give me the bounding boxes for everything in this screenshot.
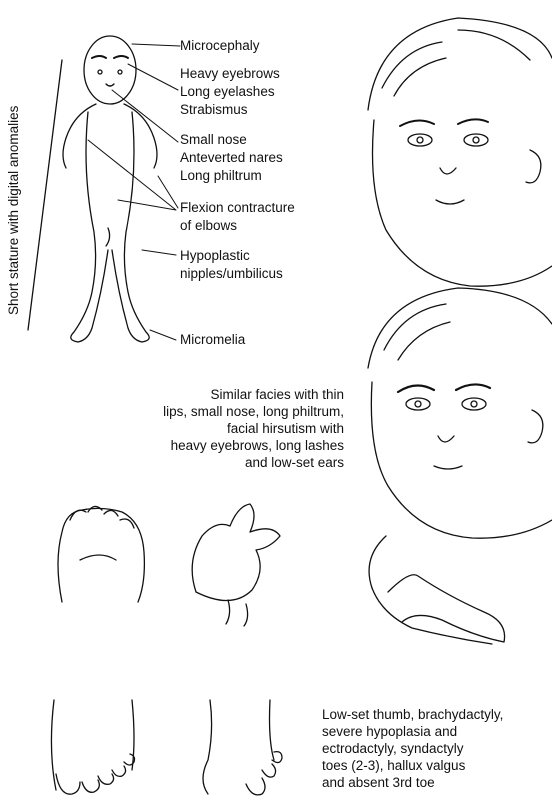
label-heavy-eyebrows: Heavy eyebrows	[180, 66, 280, 82]
foot-illustration-1	[51, 700, 134, 794]
label-small-nose: Small nose	[180, 132, 247, 148]
facies-line: Similar facies with thin	[163, 386, 344, 403]
label-of-elbows: of elbows	[180, 218, 237, 234]
facies-line: lips, small nose, long philtrum,	[163, 403, 344, 420]
label-strabismus: Strabismus	[180, 102, 248, 118]
label-nipples-umbilicus: nipples/umbilicus	[180, 266, 283, 282]
limb-description: Low-set thumb, brachydactyly, severe hyp…	[322, 706, 503, 791]
face-illustration-2	[368, 288, 552, 538]
limb-line: toes (2-3), hallux valgus	[322, 757, 503, 774]
label-micromelia: Micromelia	[180, 332, 245, 348]
infant-figure	[63, 36, 157, 342]
facies-line: heavy eyebrows, long lashes	[163, 437, 344, 454]
limb-line: ectrodactyly, syndactyly	[322, 740, 503, 757]
hand-illustration-2	[192, 504, 280, 626]
label-long-philtrum: Long philtrum	[180, 168, 262, 184]
limb-line: Low-set thumb, brachydactyly,	[322, 706, 503, 723]
stature-bracket-line	[28, 60, 62, 330]
facies-description: Similar facies with thin lips, small nos…	[163, 386, 344, 471]
face-illustration-1	[368, 18, 552, 286]
limb-line: and absent 3rd toe	[322, 774, 503, 791]
hand-illustration-1	[58, 506, 144, 602]
foot-illustration-2	[203, 700, 282, 795]
label-flexion-contracture: Flexion contracture	[180, 200, 295, 216]
label-long-eyelashes: Long eyelashes	[180, 84, 275, 100]
facies-line: and low-set ears	[163, 454, 344, 471]
pointer-lines	[88, 44, 180, 340]
label-microcephaly: Microcephaly	[180, 38, 260, 54]
limb-line: severe hypoplasia and	[322, 723, 503, 740]
facies-line: facial hirsutism with	[163, 420, 344, 437]
arm-illustration	[369, 536, 505, 644]
label-anteverted-nares: Anteverted nares	[180, 150, 283, 166]
label-hypoplastic: Hypoplastic	[180, 248, 250, 264]
side-label-short-stature: Short stature with digital anomalies	[6, 106, 21, 315]
